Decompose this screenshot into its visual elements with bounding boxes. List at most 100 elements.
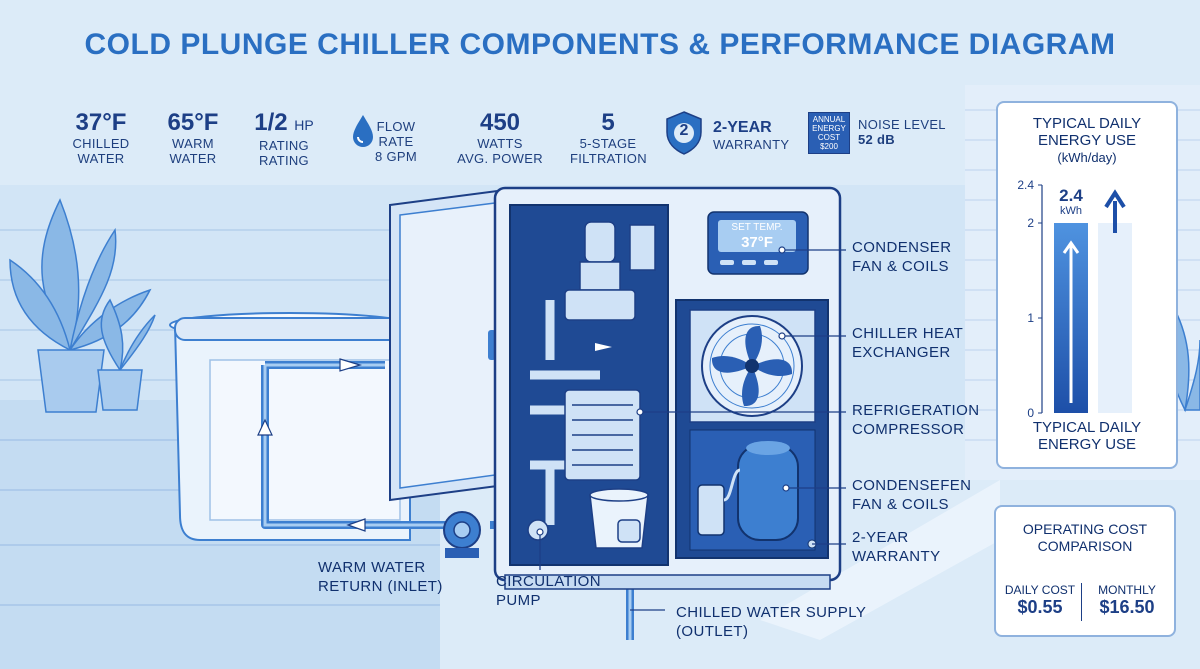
label-pump-line1: CIRCULATION (496, 573, 601, 590)
stat-hp-line2: RATING (259, 153, 309, 168)
monthly-cost-label: MONTHLY (1098, 583, 1156, 597)
stat-power: 450 WATTS AVG. POWER (450, 109, 550, 167)
label-supply-line2: (OUTLET) (676, 623, 749, 640)
label-condenser1-line2: FAN & COILS (852, 258, 949, 275)
warranty-badge-number: 2 (679, 122, 689, 139)
stat-warm-water: 65°F WARM WATER (158, 110, 228, 167)
plunge-tub (169, 312, 411, 541)
chart-y-tick-label: 1 (1027, 311, 1034, 325)
label-condenser-fan-coils: CONDENSER FAN & COILS (852, 238, 951, 276)
label-supply-line1: CHILLED WATER SUPPLY (676, 604, 867, 621)
label-exchanger-line2: EXCHANGER (852, 344, 951, 361)
stat-warm-line2: WATER (169, 151, 217, 166)
stat-hp-line1: RATING (259, 138, 309, 153)
cost-title-line2: COMPARISON (1037, 538, 1133, 554)
plant-small (100, 298, 156, 372)
label-warranty: 2-YEAR WARRANTY (852, 528, 940, 566)
leader-lines (539, 249, 846, 611)
energy-panel-footer: TYPICAL DAILY ENERGY USE (998, 419, 1176, 453)
label-compressor-line2: COMPRESSOR (852, 421, 965, 438)
chart-y-tick-label: 2 (1027, 216, 1034, 230)
stat-flow-rate: FLOW RATE 8 GPM (372, 119, 420, 164)
shield-icon: 2 (664, 110, 704, 156)
label-pump-line2: PUMP (496, 592, 541, 609)
deck-planks (0, 439, 440, 606)
label-condenser1-line1: CONDENSER (852, 239, 952, 256)
stat-flow-line3: 8 GPM (375, 149, 417, 164)
condenser-fan-illustration (689, 309, 816, 423)
stat-power-line2: AVG. POWER (457, 151, 543, 166)
stat-hp-unit: HP (294, 117, 314, 133)
chart-bar-unit: kWh (1060, 205, 1082, 217)
monthly-cost-value: $16.50 (1099, 597, 1155, 617)
energy-title-line2: ENERGY USE (1037, 132, 1137, 149)
cost-panel-title: OPERATING COST COMPARISON (996, 521, 1174, 555)
flow-arrow-icon (257, 358, 638, 576)
stat-chilled-value: 37°F (75, 109, 127, 136)
label-chilled-water-supply: CHILLED WATER SUPPLY (OUTLET) (676, 603, 866, 641)
label-return-line1: WARM WATER (318, 559, 426, 576)
stat-warranty-line2: WARRANTY (713, 137, 790, 152)
energy-title-line1: TYPICAL DAILY (1032, 115, 1142, 132)
bar-arrow-icon (1062, 240, 1080, 403)
stat-power-line1: WATTS (477, 136, 523, 151)
energy-footer-line1: TYPICAL DAILY (1032, 419, 1142, 436)
plant-large-pot (37, 349, 105, 413)
daily-cost-label: DAILY COST (1004, 583, 1076, 597)
stat-hp-rating: 1/2 HP RATING RATING (244, 109, 324, 169)
plant-small-pot (97, 369, 143, 411)
cabinet-base (504, 574, 831, 590)
stat-chilled-water: 37°F CHILLED WATER (66, 109, 136, 167)
control-panel (707, 211, 809, 275)
label-refrigeration-compressor: REFRIGERATION COMPRESSOR (852, 401, 979, 439)
stat-flow-line1: FLOW (376, 119, 416, 134)
cost-badge-line4: $200 (820, 142, 838, 151)
label-condensefen-fan-coils: CONDENSEFEN FAN & COILS (852, 476, 971, 514)
compressor-illustration (689, 429, 816, 551)
monthly-cost: MONTHLY $16.50 (1084, 583, 1170, 618)
label-compressor-line1: REFRIGERATION (852, 402, 980, 419)
label-warm-water-return: WARM WATER RETURN (INLET) (318, 558, 443, 596)
stat-flow-line2: RATE (378, 134, 414, 149)
energy-footer-line2: ENERGY USE (1037, 436, 1137, 453)
label-condenser2-line1: CONDENSEFEN (852, 477, 972, 494)
stat-power-value: 450 (479, 109, 521, 136)
chart-bar-annotation: 2.4 kWh (1050, 186, 1092, 218)
leader-dots (536, 246, 790, 536)
display-label: SET TEMP. (731, 222, 783, 233)
stat-noise-line2: 52 dB (858, 132, 895, 147)
cost-title-line1: OPERATING COST (1022, 521, 1148, 537)
stat-hp-value: 1/2 (254, 109, 288, 136)
cost-badge-line3: COST (817, 133, 841, 142)
rising-arrow-icon (1104, 189, 1126, 233)
label-exchanger-line1: CHILLER HEAT (852, 325, 964, 342)
stat-noise-line1: NOISE LEVEL (858, 117, 946, 132)
cabinet-door (389, 188, 506, 502)
label-warranty-line1: 2-YEAR (852, 529, 909, 546)
stat-warranty-line1: 2-YEAR (713, 119, 772, 136)
page-title: COLD PLUNGE CHILLER COMPONENTS & PERFORM… (84, 28, 1116, 61)
filter-housing (564, 221, 656, 321)
stat-filtration-line1: 5-STAGE (579, 136, 637, 151)
label-warranty-line2: WARRANTY (852, 548, 941, 565)
operating-cost-panel: OPERATING COST COMPARISON DAILY COST $0.… (994, 505, 1176, 637)
chart-y-tick-label: 2.4 (1017, 178, 1034, 192)
chart-bar-ghost (1098, 223, 1132, 413)
outlet-valve (617, 519, 641, 543)
interior-flow-arrow-icon (595, 343, 612, 351)
energy-panel-title: TYPICAL DAILY ENERGY USE (kWh/day) (998, 115, 1176, 166)
interior-pipes (530, 300, 600, 525)
water-drop-icon (350, 113, 376, 154)
label-chiller-heat-exchanger: CHILLER HEAT EXCHANGER (852, 324, 963, 362)
display-value: 37°F (741, 234, 773, 251)
chart-bar-value: 2.4 (1059, 186, 1083, 205)
label-circulation-pump: CIRCULATION PUMP (496, 572, 601, 610)
stat-filtration-line2: FILTRATION (570, 151, 647, 166)
circulation-pump-illustration (443, 511, 481, 558)
daily-cost-value: $0.55 (1017, 597, 1063, 617)
heat-exchanger-coil (564, 389, 641, 481)
cost-divider (1081, 583, 1082, 621)
stat-warranty: 2-YEAR WARRANTY (713, 118, 793, 152)
energy-title-line3: (kWh/day) (1057, 150, 1117, 165)
